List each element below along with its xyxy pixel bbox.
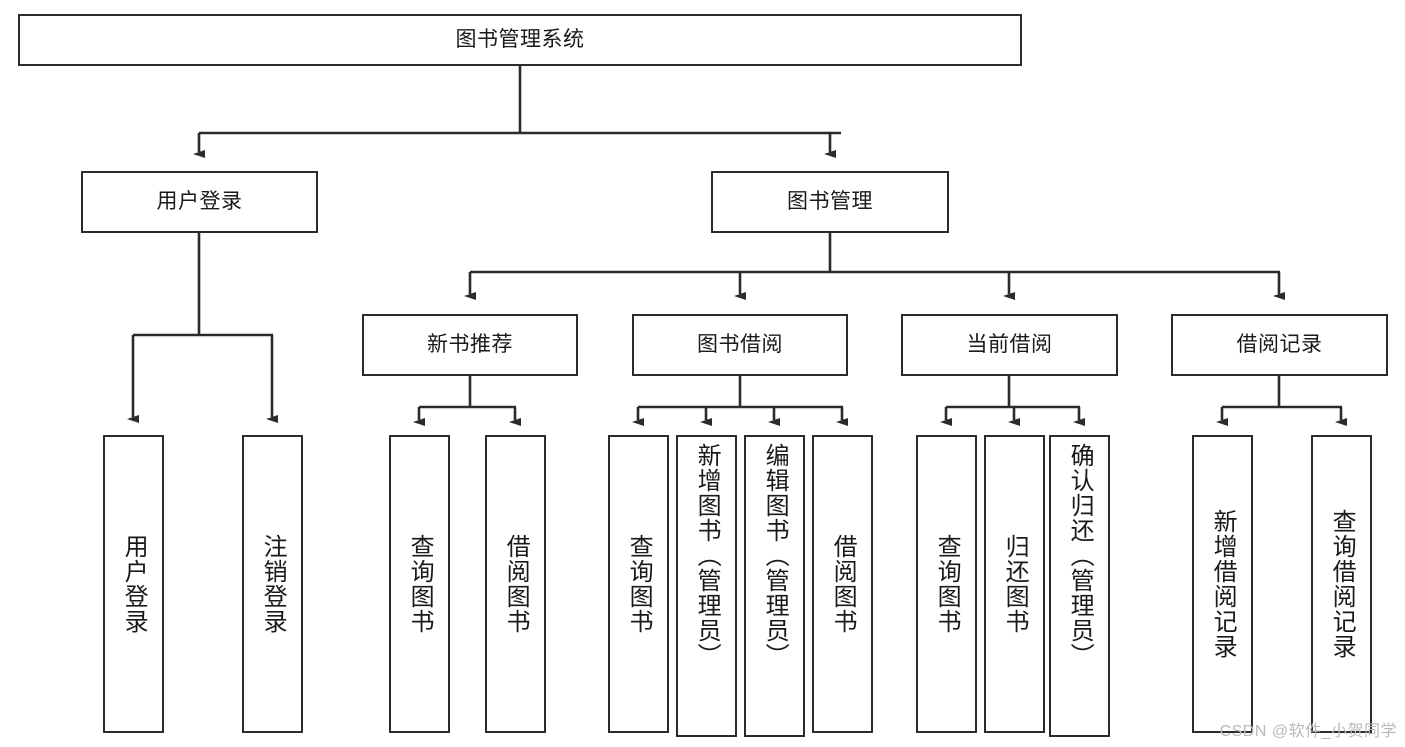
node-book-borrow[interactable]: 图书借阅	[632, 314, 848, 376]
node-leaf-logout-label: 注销登录	[259, 534, 287, 634]
node-book-borrow-label: 图书借阅	[697, 332, 783, 356]
node-current-borrow-label: 当前借阅	[966, 332, 1053, 356]
node-leaf-query-book-3-label: 查询图书	[933, 534, 961, 634]
node-root[interactable]: 图书管理系统	[18, 14, 1022, 66]
node-leaf-borrow-book-1[interactable]: 借阅图书	[485, 435, 546, 733]
node-user-login-label: 用户登录	[156, 189, 243, 213]
node-leaf-query-book-2-label: 查询图书	[625, 534, 653, 634]
node-leaf-borrow-book-2-label: 借阅图书	[829, 534, 857, 634]
node-leaf-query-book-3[interactable]: 查询图书	[916, 435, 977, 733]
node-leaf-return-book[interactable]: 归还图书	[984, 435, 1045, 733]
node-borrow-record-label: 借阅记录	[1236, 332, 1323, 356]
node-leaf-return-book-label: 归还图书	[1001, 534, 1029, 634]
node-leaf-logout[interactable]: 注销登录	[242, 435, 303, 733]
node-leaf-edit-book-label: 编辑图书（管理员）	[761, 443, 789, 668]
node-leaf-user-login[interactable]: 用户登录	[103, 435, 164, 733]
node-leaf-query-book-1[interactable]: 查询图书	[389, 435, 450, 733]
node-new-book-rec-label: 新书推荐	[427, 332, 513, 356]
watermark-text: CSDN @软件_小贺同学	[1219, 723, 1397, 740]
node-leaf-query-book-2[interactable]: 查询图书	[608, 435, 669, 733]
node-new-book-rec[interactable]: 新书推荐	[362, 314, 578, 376]
node-current-borrow[interactable]: 当前借阅	[901, 314, 1118, 376]
node-leaf-add-borrow-record[interactable]: 新增借阅记录	[1192, 435, 1253, 733]
node-leaf-borrow-book-1-label: 借阅图书	[502, 534, 530, 634]
node-leaf-add-borrow-record-label: 新增借阅记录	[1209, 509, 1237, 659]
node-root-label: 图书管理系统	[455, 27, 585, 51]
node-leaf-confirm-return-label: 确认归还（管理员）	[1066, 443, 1094, 668]
node-leaf-add-book-label: 新增图书（管理员）	[693, 443, 721, 668]
node-book-manage[interactable]: 图书管理	[711, 171, 949, 233]
node-leaf-query-borrow-record-label: 查询借阅记录	[1328, 509, 1356, 659]
node-user-login[interactable]: 用户登录	[81, 171, 318, 233]
node-leaf-confirm-return[interactable]: 确认归还（管理员）	[1049, 435, 1110, 737]
node-leaf-add-book[interactable]: 新增图书（管理员）	[676, 435, 737, 737]
node-leaf-user-login-label: 用户登录	[120, 534, 148, 634]
node-leaf-query-borrow-record[interactable]: 查询借阅记录	[1311, 435, 1372, 733]
node-leaf-edit-book[interactable]: 编辑图书（管理员）	[744, 435, 805, 737]
node-leaf-borrow-book-2[interactable]: 借阅图书	[812, 435, 873, 733]
node-borrow-record[interactable]: 借阅记录	[1171, 314, 1388, 376]
node-leaf-query-book-1-label: 查询图书	[406, 534, 434, 634]
node-book-manage-label: 图书管理	[787, 189, 873, 213]
